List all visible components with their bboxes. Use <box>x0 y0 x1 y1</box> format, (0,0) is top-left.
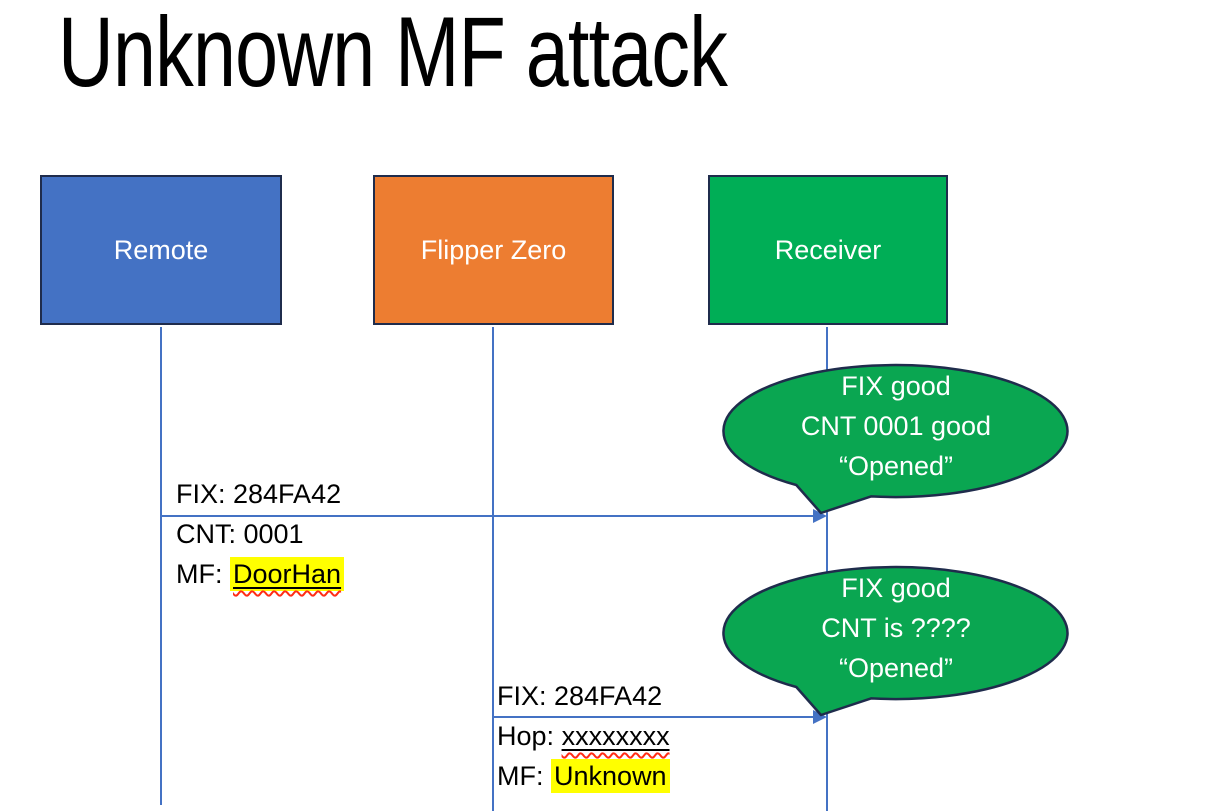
msg2-hop-line: Hop: xxxxxxxx <box>497 716 670 756</box>
msg2-mf-highlight: Unknown <box>551 759 670 793</box>
bubble2-line2: CNT is ???? <box>821 613 971 643</box>
msg1-cnt-line: CNT: 0001 <box>176 519 304 549</box>
msg2-fix-line: FIX: 284FA42 <box>497 681 663 711</box>
bubble1-line1: FIX good <box>841 371 951 401</box>
speech-bubble-2-text: FIX good CNT is ???? “Opened” <box>718 568 1074 688</box>
bubble2-line1: FIX good <box>841 573 951 603</box>
message-arrow-flipper-to-receiver <box>493 716 814 718</box>
actor-label-remote: Remote <box>113 234 209 265</box>
msg1-mf-line: MF: DoorHan <box>176 554 345 594</box>
msg2-hop-squiggle: xxxxxxxx <box>561 721 670 751</box>
speech-bubble-2: FIX good CNT is ???? “Opened” <box>718 559 1074 729</box>
speech-bubble-icon <box>722 363 1069 515</box>
page-title: Unknown MF attack <box>58 0 728 107</box>
msg1-mf-highlight: DoorHan <box>230 557 345 591</box>
msg2-mf-prefix: MF: <box>497 761 544 791</box>
speech-bubble-1: FIX good CNT 0001 good “Opened” <box>718 357 1074 527</box>
lifeline-flipper-zero <box>492 327 494 811</box>
actor-label-flipper-zero: Flipper Zero <box>420 234 567 265</box>
speech-bubble-icon <box>722 565 1069 717</box>
bubble1-line2: CNT 0001 good <box>800 411 992 441</box>
msg2-hop-prefix: Hop: <box>497 721 555 751</box>
message-arrow-remote-to-receiver <box>161 515 814 517</box>
message-label-flipper-to-receiver: FIX: 284FA42 Hop: xxxxxxxx MF: Unknown <box>497 676 670 796</box>
bubble1-line3: “Opened” <box>838 451 954 481</box>
msg1-fix-line: FIX: 284FA42 <box>176 479 342 509</box>
actor-box-remote: Remote <box>40 175 282 325</box>
actor-box-flipper-zero: Flipper Zero <box>373 175 614 325</box>
speech-bubble-1-text: FIX good CNT 0001 good “Opened” <box>718 366 1074 486</box>
actor-label-receiver: Receiver <box>774 234 882 265</box>
lifeline-receiver <box>826 327 828 811</box>
lifeline-remote <box>160 327 162 805</box>
msg2-mf-line: MF: Unknown <box>497 756 670 796</box>
bubble2-line3: “Opened” <box>838 653 954 683</box>
message-label-remote-to-receiver: FIX: 284FA42 CNT: 0001 MF: DoorHan <box>176 474 345 594</box>
msg1-mf-prefix: MF: <box>176 559 223 589</box>
actor-box-receiver: Receiver <box>708 175 948 325</box>
